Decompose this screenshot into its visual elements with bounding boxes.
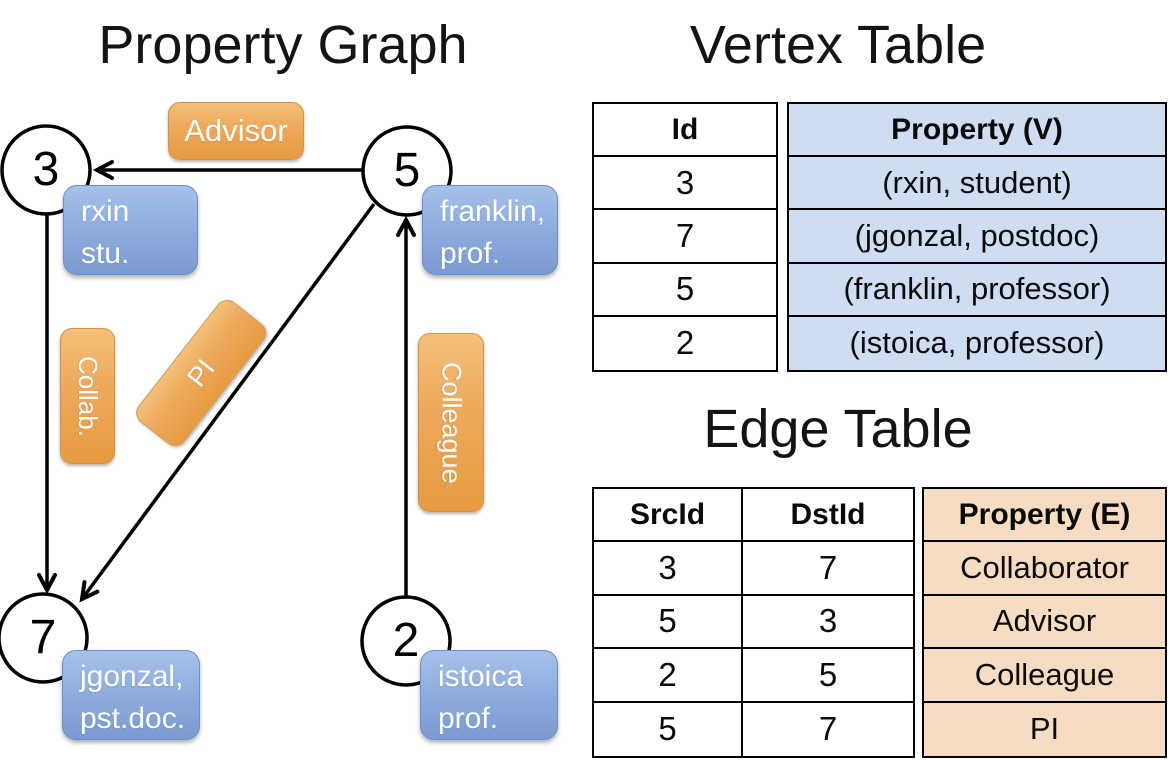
vertex-property-line: rxin	[81, 195, 130, 228]
vertex-property-line: prof.	[440, 237, 501, 270]
edge-row-property: Collaborator	[924, 542, 1165, 596]
vertex-property-line: istoica	[438, 660, 524, 693]
vertex-property-line: franklin,	[440, 195, 546, 228]
edge-srcid-header: SrcId	[594, 489, 743, 543]
vertex-row-id: 5	[594, 264, 776, 317]
edge-row-property: Colleague	[924, 649, 1165, 703]
vertex-property-line: stu.	[81, 237, 130, 270]
edge-label-colleague: Colleague	[418, 333, 484, 512]
property-graph-title: Property Graph	[98, 15, 468, 75]
edge-dstid-header: DstId	[743, 489, 913, 543]
vertex-table-id-column: Id 3 7 5 2	[592, 102, 778, 372]
edge-line-pi-5-to-7	[82, 202, 376, 599]
vertex-property-box-franklin: franklin, prof.	[422, 185, 558, 275]
vertex-row-id: 2	[675, 324, 695, 362]
edge-table-property-column: Property (E) Collaborator Advisor Collea…	[922, 487, 1167, 758]
vertex-row-property: (jgonzal, postdoc)	[789, 210, 1165, 264]
edge-row-src: 5	[594, 702, 743, 756]
edge-row-dst: 3	[743, 596, 913, 650]
edge-row-dst: 7	[743, 542, 913, 596]
edge-row-src: 3	[594, 542, 743, 596]
vertex-table-property-column: Property (V) (rxin, student) (jgonzal, p…	[787, 102, 1167, 372]
property-graph-drawing	[0, 124, 453, 687]
vertex-property-line: pst.doc.	[80, 702, 186, 735]
edge-label-advisor: Advisor	[168, 102, 304, 160]
vertex-table-title: Vertex Table	[689, 15, 987, 75]
edge-row-src: 2	[594, 649, 743, 703]
vertex-row-id: 3	[594, 157, 776, 211]
vertex-property-line: jgonzal,	[80, 660, 184, 693]
vertex-property-header: Property (V)	[789, 104, 1165, 158]
vertex-row-property: (rxin, student)	[789, 157, 1165, 211]
edge-row-dst: 7	[818, 710, 838, 748]
node-3-id: 3	[32, 143, 60, 196]
edge-property-header: Property (E)	[924, 489, 1165, 543]
edge-label-collab: Collab.	[60, 328, 115, 464]
node-7-id: 7	[29, 611, 57, 664]
edge-row-src: 5	[594, 595, 743, 650]
vertex-property-box-istoica: istoica prof.	[420, 650, 558, 740]
vertex-id-header: Id	[594, 104, 776, 158]
edge-row-property: Advisor	[924, 596, 1165, 650]
edge-row-property: PI	[1029, 711, 1060, 747]
node-5-id: 5	[393, 144, 421, 197]
node-2-id: 2	[392, 614, 420, 667]
edge-table-id-columns: SrcId DstId 3 7 5 3 2 5 5 7	[592, 487, 915, 758]
vertex-row-property: (istoica, professor)	[849, 325, 1105, 361]
edge-row-dst: 5	[743, 649, 913, 703]
vertex-row-id: 7	[594, 210, 776, 264]
vertex-row-property: (franklin, professor)	[789, 264, 1165, 317]
edge-table-title: Edge Table	[703, 399, 973, 459]
vertex-property-line: prof.	[438, 702, 499, 735]
vertex-property-box-rxin: rxin stu.	[63, 185, 198, 275]
vertex-property-box-jgonzal: jgonzal, pst.doc.	[62, 650, 200, 740]
